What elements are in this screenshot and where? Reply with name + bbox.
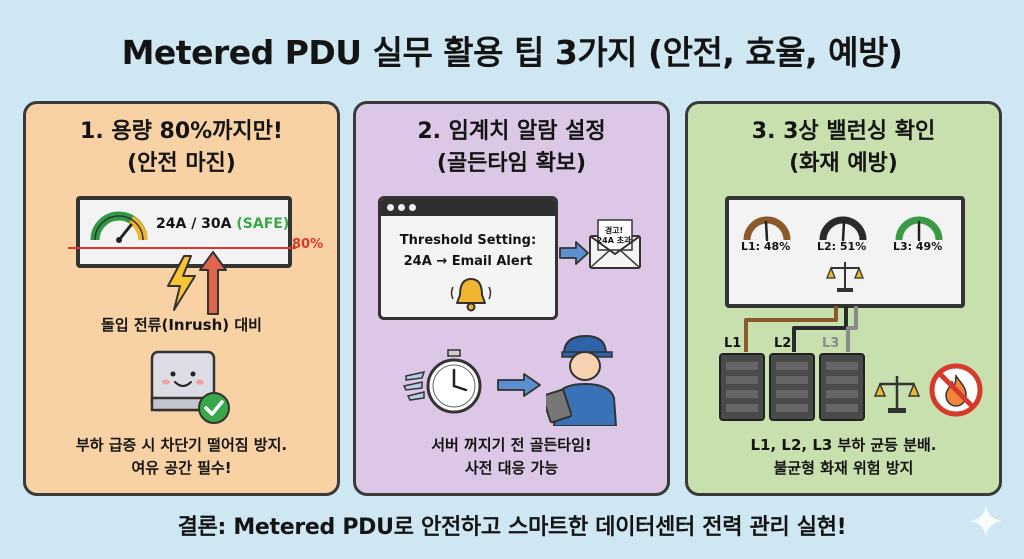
lightning-icon [167, 255, 196, 311]
caption-line2: 여유 공간 필수! [131, 459, 232, 477]
server-rack-l1 [719, 353, 765, 421]
stopwatch-icon [402, 349, 482, 414]
threshold-label: 80% [292, 237, 324, 252]
email-alert-text: 24A → Email Alert [403, 254, 533, 269]
panel-title: 3. 3상 밸런싱 확인 (화재 예방) [688, 116, 999, 180]
panel-capacity-margin: 1. 용량 80%까지만! (안전 마진) 24A / 30A (SAFE) 8… [23, 101, 340, 496]
server-rack-l3 [819, 353, 865, 421]
window-dot [409, 204, 416, 211]
gauge-l2-icon [819, 216, 867, 242]
panel-title-line1: 3. 3상 밸런싱 확인 [751, 119, 936, 144]
caption-line2: 불균형 화재 위험 방지 [773, 459, 914, 477]
right-arrow-icon [559, 241, 589, 265]
caption-line2: 사전 대응 가능 [464, 459, 559, 477]
current-monitor: 24A / 30A (SAFE) [76, 196, 292, 268]
gauge-label-l3: L3: 49% [893, 240, 943, 253]
window-dot [387, 204, 394, 211]
conclusion-text: 결론: Metered PDU로 안전하고 스마트한 데이터센터 전력 관리 실… [177, 515, 847, 540]
server-rack-l2 [769, 353, 815, 421]
no-fire-icon [929, 363, 983, 417]
safe-status: (SAFE) [236, 216, 290, 232]
up-arrow-icon [199, 251, 227, 315]
threshold-line [68, 247, 296, 249]
happy-server-icon [150, 350, 230, 424]
inrush-label: 돌입 전류(Inrush) 대비 [101, 316, 262, 334]
technician-icon [546, 334, 618, 426]
balance-scale-icon [826, 262, 864, 292]
panel-caption: 서버 꺼지기 전 골든타임! 사전 대응 가능 [356, 434, 667, 480]
envelope-line2: 24A 초과 [596, 236, 632, 245]
panel-threshold-alarm: 2. 임계치 알람 설정 (골든타임 확보) Threshold Setting… [353, 101, 670, 496]
panel-caption: L1, L2, L3 부하 균등 분배. 불균형 화재 위험 방지 [688, 434, 999, 480]
caption-line1: 서버 꺼지기 전 골든타임! [431, 436, 592, 454]
caption-line1: L1, L2, L3 부하 균등 분배. [750, 436, 937, 454]
gauge-l1-icon [743, 216, 791, 242]
line-label-l1: L1 [724, 336, 742, 351]
gauge-label-l1: L1: 48% [741, 240, 791, 253]
panel-title-line1: 1. 용량 80%까지만! [80, 119, 283, 144]
window-title-bar [381, 199, 555, 216]
line-label-l3: L3 [822, 336, 840, 351]
panel-phase-balancing: 3. 3상 밸런싱 확인 (화재 예방) L1: 48% L2: 51% [685, 101, 1002, 496]
gauge-label-l2: L2: 51% [817, 240, 867, 253]
phase-monitor: L1: 48% L2: 51% L3: 49% [725, 196, 965, 308]
panel-title: 1. 용량 80%까지만! (안전 마진) [26, 116, 337, 180]
current-reading: 24A / 30A (SAFE) [156, 216, 289, 232]
panel-caption: 부하 급증 시 차단기 떨어짐 방지. 여유 공간 필수! [26, 434, 337, 480]
caption-line1: 부하 급증 시 차단기 떨어짐 방지. [75, 436, 288, 454]
bell-icon [450, 278, 492, 312]
panel-title-line1: 2. 임계치 알람 설정 [417, 119, 606, 144]
envelope-line1: 경고! [604, 226, 624, 235]
panel-title: 2. 임계치 알람 설정 (골든타임 확보) [356, 116, 667, 180]
main-title: Metered PDU 실무 활용 팁 3가지 (안전, 효율, 예방) [121, 33, 903, 72]
panel-title-line2: (화재 예방) [789, 151, 898, 176]
sparkle-icon [970, 505, 1002, 537]
phase-gauges [743, 216, 943, 242]
server-racks-icon [719, 353, 865, 421]
line-label-l2: L2 [774, 336, 792, 351]
gauge-l3-icon [895, 216, 943, 242]
envelope-icon [589, 219, 641, 269]
phase-cables [744, 306, 858, 352]
gauge-icon [90, 211, 148, 243]
envelope-text: 경고! 24A 초과 [594, 226, 634, 246]
threshold-setting-text: Threshold Setting: [399, 233, 537, 248]
settings-window: Threshold Setting: 24A → Email Alert [378, 196, 558, 320]
panel-title-line2: (골든타임 확보) [436, 151, 587, 176]
panel-title-line2: (안전 마진) [127, 151, 236, 176]
balance-scale-icon [874, 376, 920, 413]
right-arrow-icon [497, 373, 541, 397]
reading-value: 24A / 30A [156, 216, 232, 232]
window-dot [398, 204, 405, 211]
